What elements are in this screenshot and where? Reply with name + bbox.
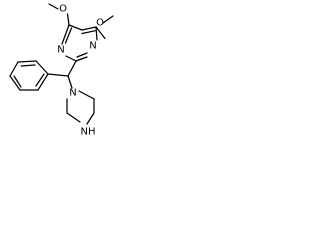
atom-label-methoxy-left-oxygen: O xyxy=(59,4,67,15)
benzylic-to-phenyl-bond xyxy=(47,73,69,77)
pyrimidine-ring xyxy=(61,24,98,62)
piperazine-bond-3 xyxy=(86,112,95,125)
atom-label-methoxy-right-oxygen: O xyxy=(96,18,104,29)
phenyl-bond-2 xyxy=(17,60,37,63)
ring-bond-c2-n3 xyxy=(65,55,77,62)
ring-bond-n3-c4 xyxy=(61,24,70,45)
atom-label-pyrimidine-nitrogen-right: N xyxy=(89,41,96,52)
ring-double-bond-n3-c4 xyxy=(64,27,73,44)
piperazine-bond-2 xyxy=(66,112,81,123)
ring-bond-c5-c6 xyxy=(81,26,97,31)
benzylic-to-piperazine-bond xyxy=(67,75,73,89)
phenyl-inner-bond-c xyxy=(35,73,45,87)
phenyl-bond-6 xyxy=(37,73,49,91)
methyl-bond-left xyxy=(48,3,59,10)
oxygen-ring-bond-right xyxy=(95,26,106,40)
phenyl-inner-bond-a xyxy=(20,64,36,67)
ring-double-bond-n1-c2 xyxy=(76,52,88,58)
atom-label-pyrimidine-nitrogen-left: N xyxy=(57,45,64,56)
piperazine-ring xyxy=(66,90,95,125)
pyrimidine-to-benzylic-bond xyxy=(67,60,77,77)
methyl-bond-right xyxy=(102,15,114,24)
atom-label-piperazine-nitrogen-bonded: N xyxy=(69,88,76,99)
chemical-structure-diagram: O O N N N NH xyxy=(9,3,114,138)
methoxy-right xyxy=(95,15,114,40)
oxygen-ring-bond-left xyxy=(66,13,70,26)
piperazine-bond-5 xyxy=(78,90,95,100)
phenyl-bond-4 xyxy=(9,75,21,91)
phenyl-bond-3 xyxy=(9,61,19,77)
phenyl-ring xyxy=(9,60,49,91)
ring-double-bond-c5-c6 xyxy=(81,30,96,35)
phenyl-bond-1 xyxy=(35,60,49,75)
ring-bond-c6-n1 xyxy=(95,26,98,41)
ring-bond-n1-c2 xyxy=(75,56,88,62)
phenyl-inner-bond-b xyxy=(13,75,22,88)
atom-label-piperazine-nitrogen-amine: NH xyxy=(81,127,96,138)
ring-bond-c4-c5 xyxy=(68,24,83,31)
methoxy-left xyxy=(48,3,70,26)
